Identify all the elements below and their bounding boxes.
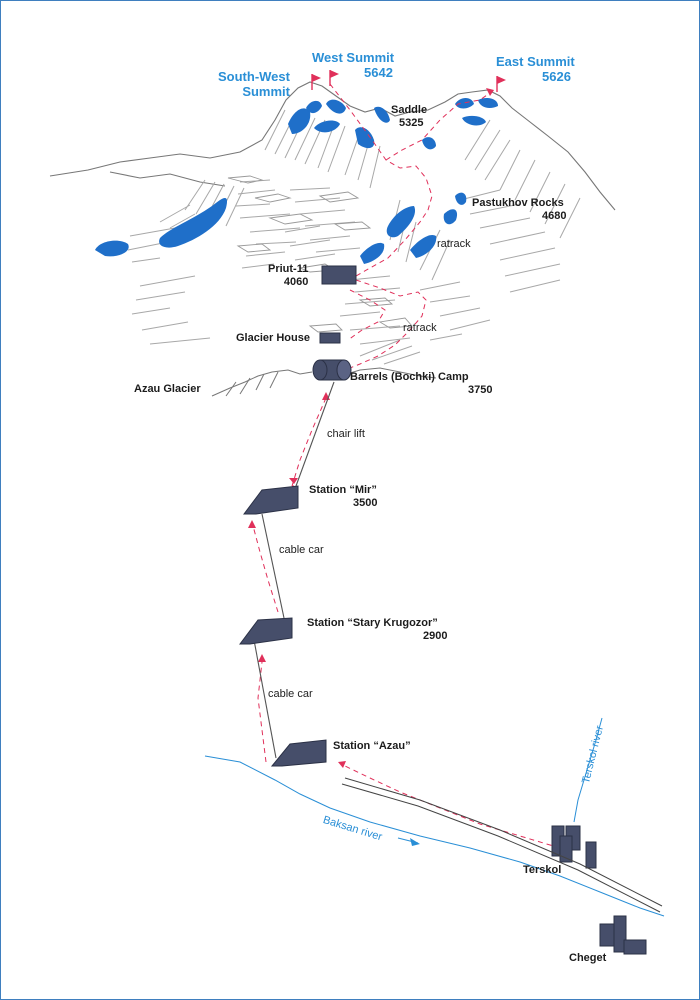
barrels-label: Barrels (Bochki) Camp 3750	[350, 371, 492, 397]
krugozor-label: Station “Stary Krugozor” 2900	[307, 617, 447, 643]
summit-flags	[311, 70, 506, 92]
ice-patches	[95, 98, 498, 264]
east-summit-name: East Summit	[496, 54, 575, 69]
glacier-house-label: Glacier House	[236, 332, 310, 344]
cheget-label: Cheget	[569, 952, 607, 964]
terskol-buildings	[551, 825, 597, 869]
cable-car-upper-label: cable car	[279, 544, 324, 556]
west-summit-alt: 5642	[364, 65, 393, 80]
mir-label: Station “Mir” 3500	[309, 484, 377, 510]
glacier-edge	[211, 367, 437, 397]
west-summit-name: West Summit	[312, 50, 395, 65]
buildings	[239, 265, 647, 955]
mir-name: Station “Mir”	[309, 484, 377, 496]
priut-name: Priut-11	[268, 263, 309, 275]
barrels-alt: 3750	[468, 384, 493, 396]
saddle-alt: 5325	[399, 117, 424, 129]
saddle-label: Saddle 5325	[391, 104, 427, 130]
mir-alt: 3500	[353, 497, 378, 509]
ratrack-lower-label: ratrack	[403, 322, 437, 334]
barrels-camp-cylinder	[312, 359, 352, 381]
baksan-river-line	[204, 755, 665, 917]
east-summit-label: East Summit 5626	[496, 54, 575, 84]
barrels-name: Barrels (Bochki) Camp	[350, 371, 469, 383]
route-arrowheads	[248, 88, 494, 768]
station-krugozor-building	[239, 617, 293, 645]
cable-lines	[253, 381, 335, 759]
terskol-label: Terskol	[523, 864, 562, 876]
pastukhov-name: Pastukhov Rocks	[472, 197, 564, 209]
west-summit-label: West Summit 5642	[312, 50, 394, 80]
pastukhov-alt: 4680	[542, 210, 567, 222]
east-summit-alt: 5626	[542, 69, 571, 84]
rivers	[204, 717, 665, 917]
krugozor-name: Station “Stary Krugozor”	[307, 617, 438, 629]
south-west-summit-line1: South-West	[218, 69, 290, 84]
glacier-house-hut	[319, 332, 341, 344]
azau-glacier-label: Azau Glacier	[134, 383, 201, 395]
priut-11-hut	[321, 265, 357, 285]
river-flow-line	[397, 837, 419, 844]
crevasses	[227, 175, 413, 333]
saddle-name: Saddle	[391, 104, 428, 116]
krugozor-alt: 2900	[423, 630, 448, 642]
priut-label: Priut-11 4060	[268, 263, 308, 289]
azau-label: Station “Azau”	[333, 740, 411, 752]
cheget-buildings	[599, 915, 647, 955]
cable-car-lower-label: cable car	[268, 688, 313, 700]
south-west-summit-label: South-West Summit	[218, 69, 290, 99]
priut-alt: 4060	[283, 276, 309, 288]
station-azau-building	[270, 739, 327, 767]
mountain-outline	[49, 81, 616, 211]
pastukhov-label: Pastukhov Rocks 4680	[472, 197, 566, 223]
ratrack-upper-label: ratrack	[437, 238, 471, 250]
station-mir-building	[243, 485, 299, 515]
terskol-river-line	[573, 717, 603, 823]
chair-lift-label: chair lift	[327, 428, 365, 440]
road	[341, 777, 663, 913]
south-west-summit-line2: Summit	[242, 84, 290, 99]
